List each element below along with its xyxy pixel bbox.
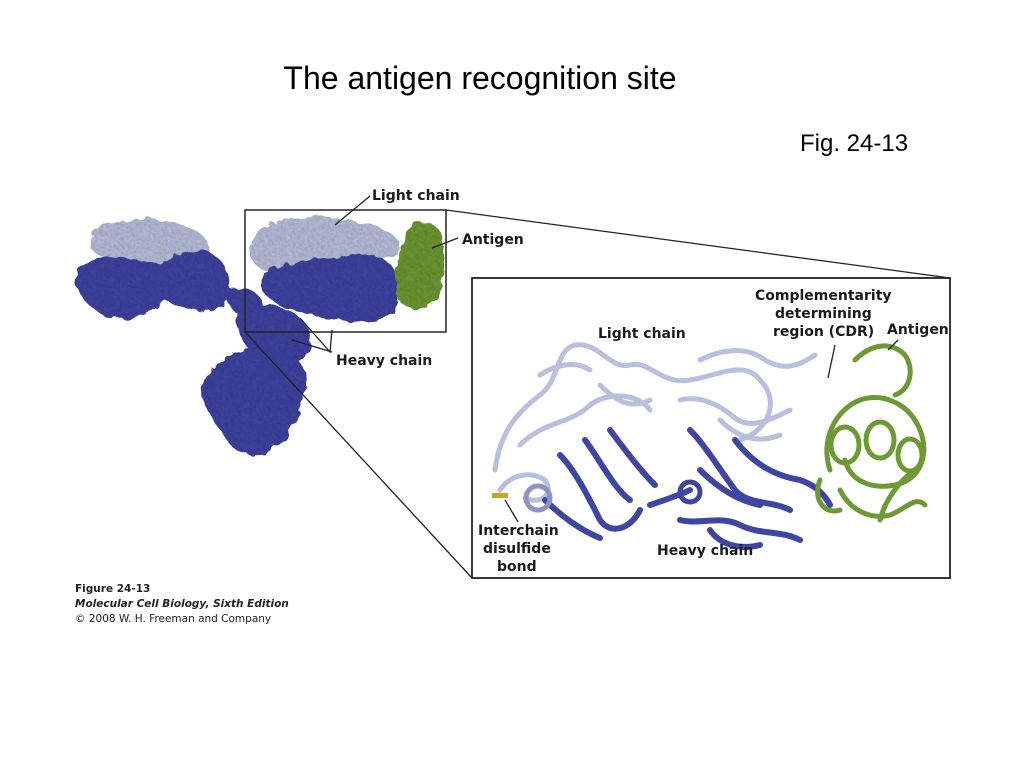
label-disulfide-line2: disulfide — [483, 541, 551, 557]
leader-heavy-chain-overview — [299, 317, 333, 354]
antibody-surface-model — [76, 216, 445, 456]
label-antigen-overview: Antigen — [462, 232, 524, 248]
light-chain-ribbons — [492, 342, 818, 503]
light-chain-helix — [523, 483, 553, 513]
label-disulfide-line3: bond — [497, 559, 537, 575]
label-disulfide-line1: Interchain — [478, 523, 559, 539]
leader-disulfide — [504, 499, 519, 523]
figure-reference: Fig. 24-13 — [800, 130, 909, 157]
leader-antigen-detail — [887, 339, 899, 351]
zoom-line-top — [445, 209, 951, 279]
caption-book-title: Molecular Cell Biology, Sixth Edition — [75, 598, 289, 610]
label-antigen-detail: Antigen — [887, 322, 949, 338]
label-heavy-chain-detail: Heavy chain — [657, 543, 753, 559]
leader-cdr — [827, 344, 836, 379]
right-fab-heavy-chain — [262, 254, 401, 322]
leader-heavy-chain-overview-2 — [291, 339, 333, 353]
leader-light-chain-overview — [334, 195, 371, 226]
figure-caption: Figure 24-13 Molecular Cell Biology, Six… — [75, 582, 289, 627]
overview-zoom-box — [244, 209, 447, 333]
label-cdr-line2: determining — [775, 306, 872, 322]
caption-copyright: © 2008 W. H. Freeman and Company — [75, 613, 272, 625]
caption-figure-number: Figure 24-13 — [75, 583, 151, 595]
antigen-ribbons — [815, 343, 928, 523]
ribbon-model — [492, 342, 928, 550]
slide-title: The antigen recognition site — [283, 60, 677, 96]
leader-antigen-overview — [431, 237, 459, 249]
antigen-surface — [396, 222, 445, 309]
label-light-chain-detail: Light chain — [598, 326, 686, 342]
disulfide-bond — [492, 493, 508, 498]
zoom-line-bottom — [244, 331, 473, 579]
label-cdr-line3: region (CDR) — [773, 324, 874, 340]
fc-region — [201, 349, 307, 456]
heavy-chain-helix — [677, 479, 703, 505]
label-heavy-chain-overview: Heavy chain — [336, 353, 432, 369]
label-light-chain-overview: Light chain — [372, 188, 460, 204]
label-cdr-line1: Complementarity — [755, 288, 892, 304]
left-fab-heavy-chain — [76, 249, 231, 319]
fc-upper — [237, 303, 312, 364]
